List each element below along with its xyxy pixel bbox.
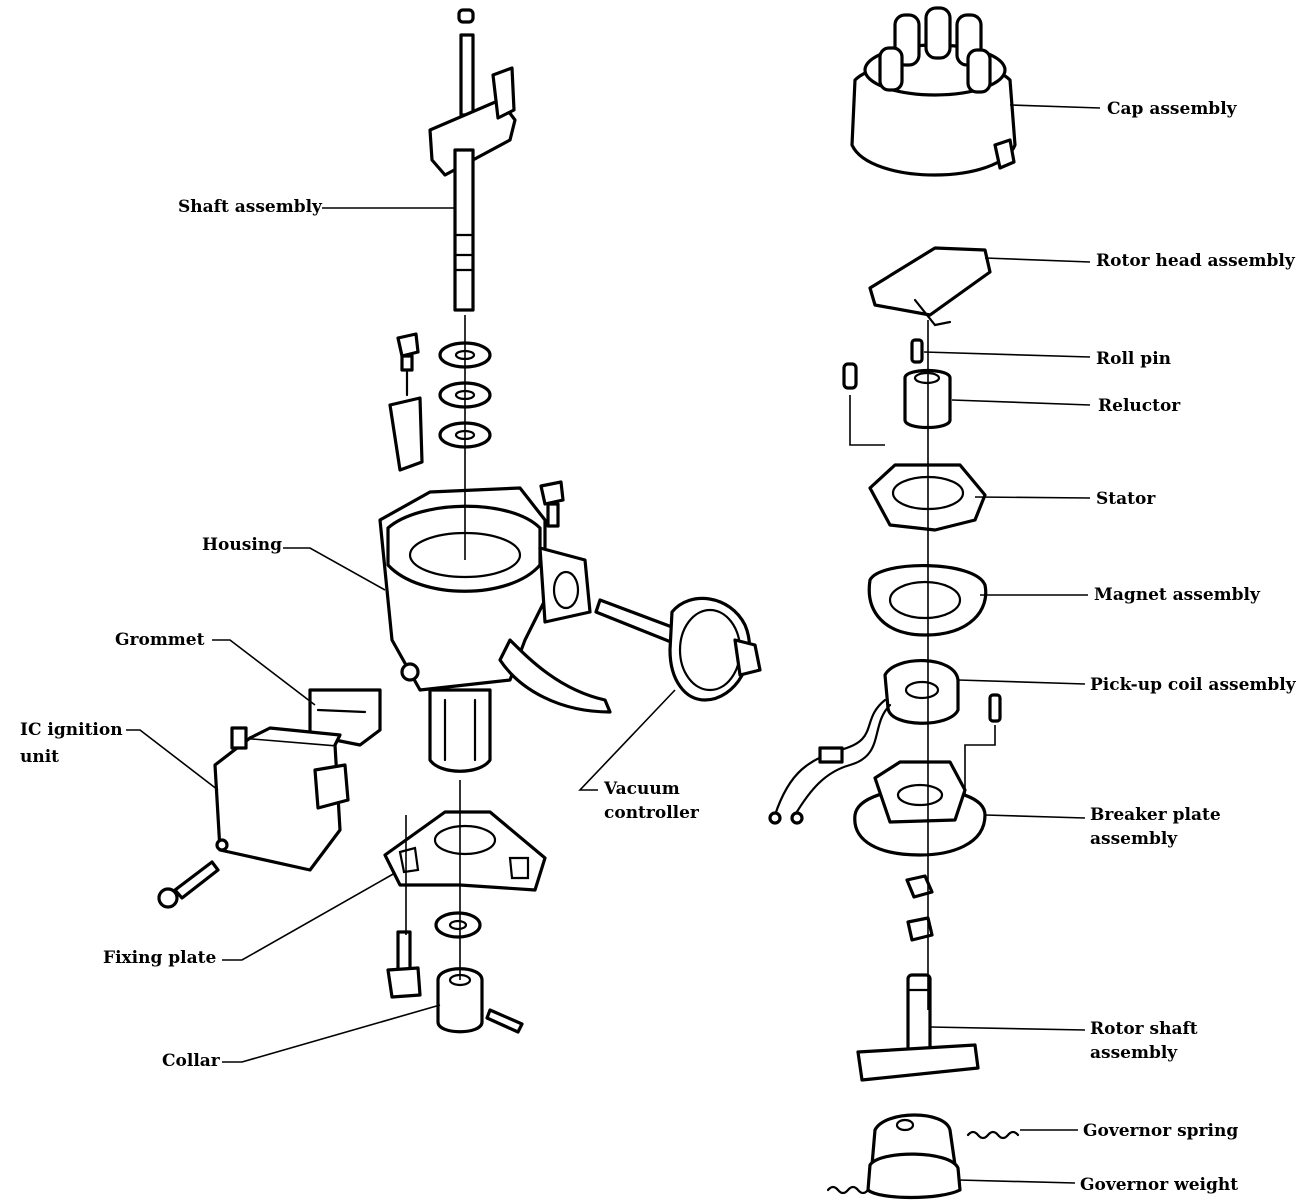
grommet-part xyxy=(308,688,382,747)
label-shaft-assembly: Shaft assembly xyxy=(178,197,323,217)
governor-spring-part xyxy=(826,1130,1020,1195)
collar-washer-part xyxy=(434,911,482,939)
label-vacuum-controller-line1: Vacuum xyxy=(603,779,680,799)
label-ic-ignition-unit-line2: unit xyxy=(20,747,59,767)
screw-and-clip-part xyxy=(388,332,424,472)
label-rotor-shaft-assembly-line1: Rotor shaft xyxy=(1090,1019,1198,1039)
label-roll-pin: Roll pin xyxy=(1096,349,1171,369)
label-magnet-assembly: Magnet assembly xyxy=(1094,585,1261,605)
breaker-plate-assembly-part xyxy=(853,760,987,857)
vacuum-controller-part xyxy=(594,596,762,702)
collar-part xyxy=(436,967,524,1034)
label-housing: Housing xyxy=(202,535,282,555)
label-vacuum-controller-line2: controller xyxy=(604,803,700,823)
breaker-plate-nuts-part xyxy=(905,874,934,942)
label-rotor-shaft-assembly-line2: assembly xyxy=(1090,1043,1178,1063)
stator-screw-part xyxy=(842,362,885,446)
label-governor-weight: Governor weight xyxy=(1080,1175,1238,1195)
label-reluctor: Reluctor xyxy=(1098,396,1181,416)
fixing-plate-bolt-part xyxy=(386,930,422,999)
label-governor-spring: Governor spring xyxy=(1083,1121,1238,1141)
label-fixing-plate: Fixing plate xyxy=(103,948,216,968)
label-breaker-plate-assembly-line2: assembly xyxy=(1090,829,1178,849)
cap-assembly-part xyxy=(850,6,1017,177)
label-grommet: Grommet xyxy=(115,630,205,650)
leader-lines xyxy=(126,104,1101,1184)
label-stator: Stator xyxy=(1096,489,1156,509)
label-pickup-coil-assembly: Pick-up coil assembly xyxy=(1090,675,1297,695)
ic-unit-bolt-part xyxy=(157,860,220,909)
label-collar: Collar xyxy=(162,1051,221,1071)
label-cap-assembly: Cap assembly xyxy=(1107,99,1238,119)
rotor-shaft-assembly-part xyxy=(856,973,980,1082)
rotor-head-assembly-part xyxy=(868,246,992,327)
pickup-screw-part xyxy=(964,693,1002,795)
fixing-plate-part xyxy=(383,810,547,892)
ic-ignition-unit-part xyxy=(213,726,350,872)
label-breaker-plate-assembly-line1: Breaker plate xyxy=(1090,805,1221,825)
roll-pin-part xyxy=(910,338,924,364)
vacuum-screw-part xyxy=(539,480,565,528)
shaft-assembly-part xyxy=(428,8,517,312)
governor-weight-part xyxy=(866,1113,962,1200)
pickup-coil-assembly-part xyxy=(768,658,960,825)
housing-part xyxy=(378,486,612,773)
label-ic-ignition-unit-line1: IC ignition xyxy=(20,720,123,740)
label-rotor-head-assembly: Rotor head assembly xyxy=(1096,251,1296,271)
